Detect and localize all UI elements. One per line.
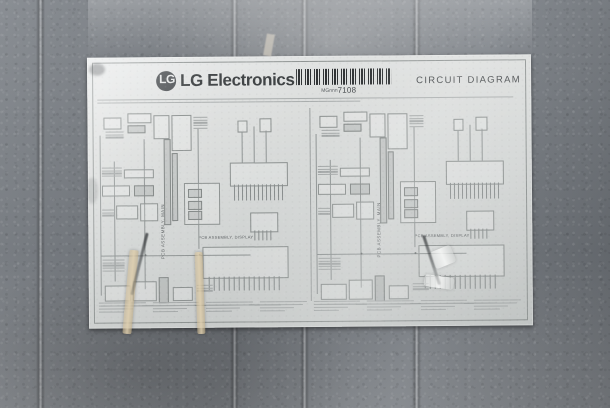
- legend-column: [420, 299, 470, 320]
- barcode-digits: 7108: [337, 85, 357, 95]
- schematic-area: PCB ASSEMBLY, MAIN PCB ASSEMBLY, DISPLAY: [97, 106, 523, 307]
- legend-notes: [98, 299, 523, 322]
- wall-specular-band: [88, 0, 532, 58]
- schematic-divider: [309, 107, 312, 301]
- circuit-diagram-label[interactable]: LG LG Electronics MGnnn7108 CIRCUIT DIAG…: [86, 54, 534, 329]
- lg-logo-letters: LG: [159, 72, 175, 87]
- page-title: CIRCUIT DIAGRAM: [416, 74, 522, 87]
- schematic-half-right: PCB ASSEMBLY, MAIN PCB ASSEMBLY, DISPLAY: [314, 106, 523, 305]
- barcode-icon: [296, 68, 392, 86]
- label-header: LG LG Electronics MGnnn7108 CIRCUIT DIAG…: [96, 62, 522, 99]
- pcb-display-label-left: PCB ASSEMBLY, DISPLAY: [198, 234, 254, 240]
- lg-logo-mark-icon: LG: [156, 71, 177, 92]
- corner-smudge-topleft: [88, 63, 106, 76]
- legend-column: [474, 299, 523, 319]
- barcode-number: MGnnn7108: [321, 86, 356, 95]
- brand-name: LG Electronics: [180, 70, 295, 91]
- wall-seam-1: [36, 0, 45, 408]
- barcode-prefix: MGnnn: [321, 87, 338, 94]
- legend-column: [206, 301, 255, 321]
- legend-column: [259, 301, 309, 321]
- legend-column: [366, 300, 416, 320]
- legend-column: [152, 301, 201, 322]
- legend-column: [313, 300, 362, 321]
